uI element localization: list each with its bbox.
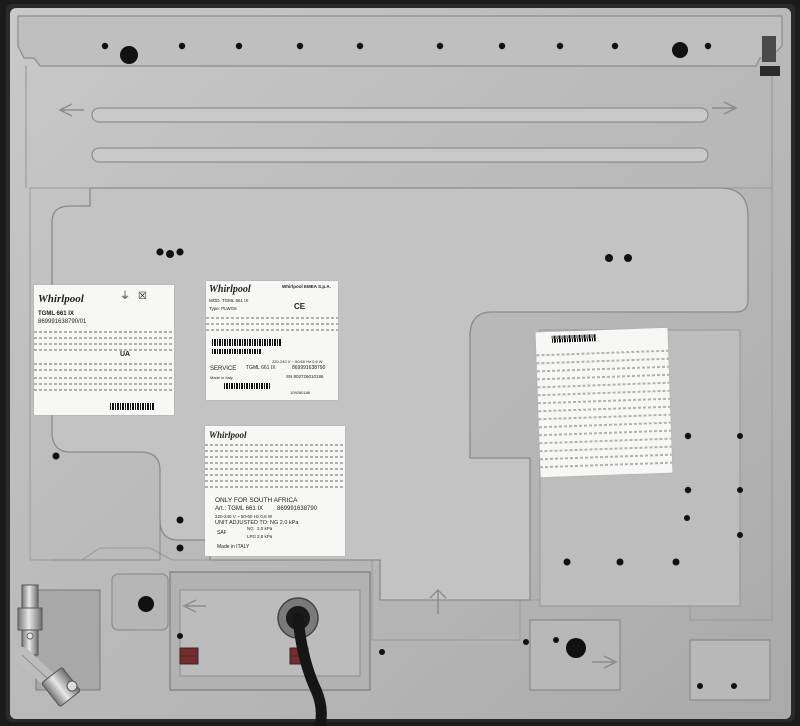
barcode <box>212 339 282 346</box>
service-model: TGML 661 IX <box>246 365 276 371</box>
product-code-text: 869991638790/01 <box>38 319 87 325</box>
model-line: MOD. TGML 661 IX <box>209 298 249 303</box>
power-line: 220-240 V ~ 50-60 Hz 0,6 W <box>215 514 273 519</box>
company-name: Whirlpool EMEA S.p.A. <box>282 284 331 289</box>
south-africa-label: Whirlpool ONLY FOR SOUTH AFRICA Art.: TG… <box>205 426 345 556</box>
brand-logo-text: Whirlpool <box>209 284 251 295</box>
type-line: Type: PLWG6 <box>209 306 237 311</box>
barcode <box>551 334 596 343</box>
model-text: TGML 661 IX <box>38 311 74 317</box>
unit-adjusted: UNIT ADJUSTED TO: NG 2,0 kPa <box>215 520 299 526</box>
service-code: 869991638790 <box>292 365 326 371</box>
article-code: 869991638790 <box>277 506 318 512</box>
instruction-label-right <box>535 327 673 478</box>
brand-logo-text: Whirlpool <box>209 430 247 440</box>
lpg-text: LPG <box>247 534 257 539</box>
ground-icon: ⏚ <box>120 291 130 302</box>
voltage-line: 220-240 V ~ 50/60 Hz 0,6 W <box>272 359 323 364</box>
ng-pressure: 2,0 kPa <box>257 526 273 531</box>
ng-text: NG <box>247 526 254 531</box>
barcode <box>110 403 154 410</box>
made-in-text: Made in ITALY <box>217 544 250 550</box>
service-label: SERVICE <box>210 366 237 372</box>
saf-text: SAF <box>217 530 227 536</box>
barcode <box>212 349 262 354</box>
region-title: ONLY FOR SOUTH AFRICA <box>215 497 298 504</box>
barcode <box>224 383 270 389</box>
rating-label-center: Whirlpool Whirlpool EMEA S.p.A. MOD. TGM… <box>206 281 338 400</box>
serial-number: SN 902726010186 <box>286 374 324 379</box>
ce-mark: CE <box>294 302 306 311</box>
weee-icon: ☒ <box>138 291 147 302</box>
article-line: Art.: TGML 661 IX <box>215 506 264 512</box>
made-in-text: Made in Italy <box>210 375 233 380</box>
serial-digits: 109280186 <box>290 390 311 395</box>
brand-logo-text: Whirlpool <box>38 293 84 305</box>
ua-mark: UA <box>120 351 131 358</box>
rating-label-left: Whirlpool ⏚ ☒ TGML 661 IX 869991638790/0… <box>34 285 174 415</box>
lpg-pressure: 2,8 kPa <box>257 534 273 539</box>
